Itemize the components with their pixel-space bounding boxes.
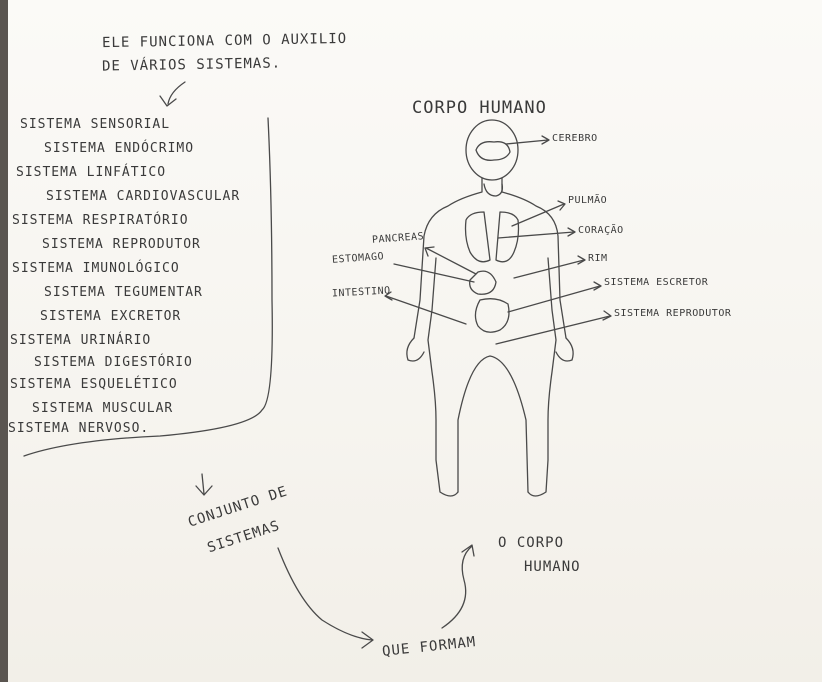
label-sistema-excretor: SISTEMA ESCRETOR [604, 278, 708, 288]
list-item: SISTEMA LINFÁTICO [16, 166, 166, 179]
intro-line-1: ELE FUNCIONA COM O AUXILIO [102, 32, 347, 50]
flow-arrow-2 [442, 546, 472, 628]
list-item: SISTEMA NERVOSO. [8, 422, 149, 435]
intro-line-2: DE VÁRIOS SISTEMAS. [102, 56, 281, 73]
flow-arrow-1 [278, 548, 372, 640]
corpo-line-1: O CORPO [498, 536, 564, 550]
figure-title: CORPO HUMANO [412, 100, 547, 117]
list-item: SISTEMA ESQUELÉTICO [10, 378, 178, 391]
intro-arrow [168, 82, 185, 104]
list-item: SISTEMA ENDÓCRIMO [44, 142, 194, 155]
label-rim: RIM [588, 254, 608, 264]
label-coracao: CORAÇÃO [578, 226, 624, 236]
list-item: SISTEMA DIGESTÓRIO [34, 356, 193, 369]
list-item: SISTEMA TEGUMENTAR [44, 286, 203, 299]
corpo-line-2: HUMANO [524, 560, 581, 574]
label-pulmao: PULMÃO [568, 196, 607, 206]
label-sistema-reprodutor: SISTEMA REPRODUTOR [614, 309, 731, 319]
label-cerebro: CEREBRO [552, 134, 598, 144]
list-item: SISTEMA SENSORIAL [20, 118, 170, 131]
list-item: SISTEMA EXCRETOR [40, 310, 181, 323]
list-item: SISTEMA IMUNOLÓGICO [12, 262, 180, 275]
list-item: SISTEMA RESPIRATÓRIO [12, 214, 189, 227]
list-item: SISTEMA REPRODUTOR [42, 238, 201, 251]
body-outline [407, 120, 573, 496]
list-item: SISTEMA MUSCULAR [32, 402, 173, 415]
list-item: SISTEMA URINÁRIO [10, 334, 151, 347]
list-item: SISTEMA CARDIOVASCULAR [46, 190, 240, 203]
